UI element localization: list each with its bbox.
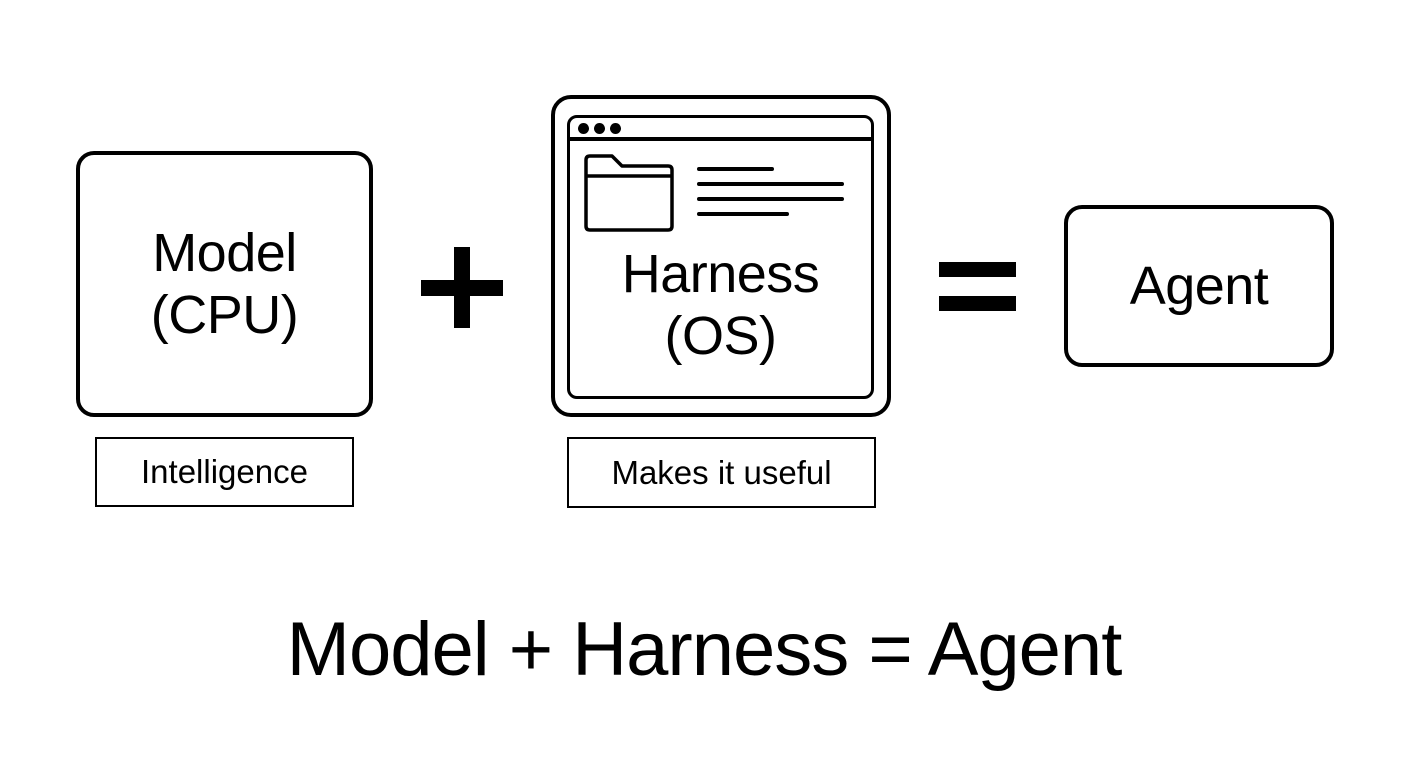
makes-it-useful-label: Makes it useful: [567, 437, 876, 508]
agent-box: Agent: [1064, 205, 1334, 367]
equals-bottom-bar: [939, 296, 1016, 311]
model-box: Model (CPU): [76, 151, 373, 417]
intelligence-label: Intelligence: [95, 437, 354, 507]
formula-caption: Model + Harness = Agent: [286, 607, 1123, 692]
text-line: [697, 182, 844, 186]
text-line: [697, 212, 789, 216]
model-title: Model: [152, 223, 297, 283]
harness-text: Harness (OS): [567, 243, 874, 367]
window-titlebar-divider: [569, 137, 872, 141]
makes-it-useful-label-text: Makes it useful: [611, 453, 832, 491]
agent-title: Agent: [1129, 256, 1269, 316]
window-dot: [578, 123, 589, 134]
text-line: [697, 197, 844, 201]
folder-icon: [584, 154, 674, 232]
text-line: [697, 167, 774, 171]
equals-top-bar: [939, 262, 1016, 277]
window-dot: [610, 123, 621, 134]
intelligence-label-text: Intelligence: [141, 453, 308, 490]
window-dot: [594, 123, 605, 134]
harness-subtitle: (OS): [664, 306, 778, 366]
harness-box: [551, 95, 891, 417]
plus-vertical-bar: [454, 247, 470, 328]
harness-title: Harness: [621, 244, 820, 304]
model-subtitle: (CPU): [150, 285, 299, 345]
harness-window-icon: [567, 115, 874, 399]
